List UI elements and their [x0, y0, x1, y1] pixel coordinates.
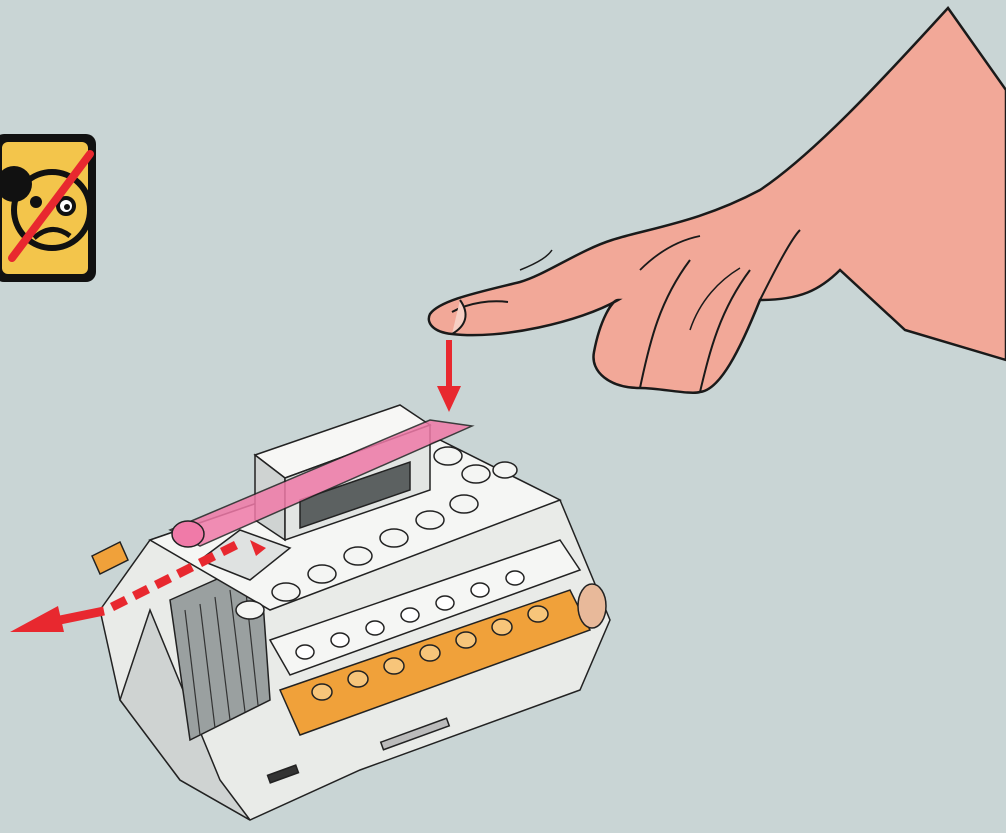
pointing-hand-icon	[429, 8, 1006, 393]
brick-engine-model-icon	[92, 405, 610, 820]
down-arrow-icon	[437, 340, 461, 412]
